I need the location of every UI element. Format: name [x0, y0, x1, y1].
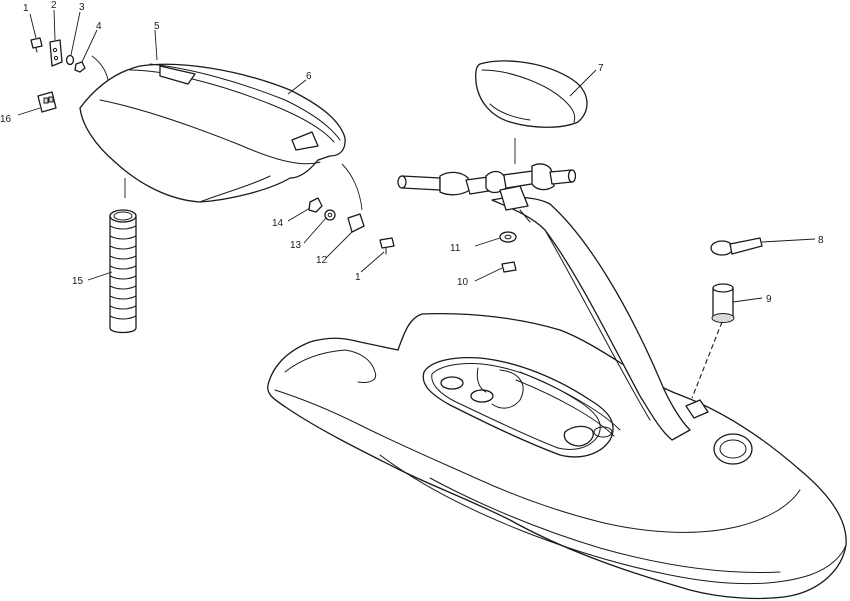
striker-12 [347, 213, 365, 233]
strap-8 [710, 237, 763, 256]
handlebar-pad [474, 60, 588, 128]
callout-1a: 1 [23, 3, 29, 14]
callout-9: 9 [766, 294, 772, 305]
callout-5: 5 [154, 21, 160, 32]
washer-3 [65, 54, 75, 66]
screw-1a [30, 37, 43, 53]
callout-12: 12 [316, 255, 328, 266]
callout-4: 4 [96, 21, 102, 32]
bracket-2 [49, 39, 63, 67]
nut-14 [308, 197, 323, 213]
callout-1b: 1 [355, 272, 361, 283]
callout-10: 10 [457, 277, 469, 288]
washer-11 [499, 231, 517, 243]
callout-labels: 1 2 3 4 5 6 7 8 9 10 11 12 13 14 15 16 1 [0, 0, 824, 305]
callout-14: 14 [272, 218, 284, 229]
nut-4 [74, 61, 86, 73]
callout-6: 6 [306, 71, 312, 82]
leader-lines [17, 9, 816, 399]
hull [267, 196, 847, 600]
hood [79, 63, 346, 203]
callout-13: 13 [290, 240, 302, 251]
washer-13 [324, 209, 336, 221]
screw-1b [379, 237, 395, 255]
clip-16 [37, 91, 57, 113]
foam-15 [109, 209, 137, 334]
callout-16: 16 [0, 114, 12, 125]
screw-10 [501, 261, 517, 273]
callout-15: 15 [72, 276, 84, 287]
callout-7: 7 [598, 63, 604, 74]
plug-9 [711, 283, 735, 323]
callout-8: 8 [818, 235, 824, 246]
handlebar [397, 163, 577, 211]
callout-11: 11 [450, 243, 461, 254]
callout-2: 2 [51, 0, 57, 11]
callout-3: 3 [79, 2, 85, 13]
